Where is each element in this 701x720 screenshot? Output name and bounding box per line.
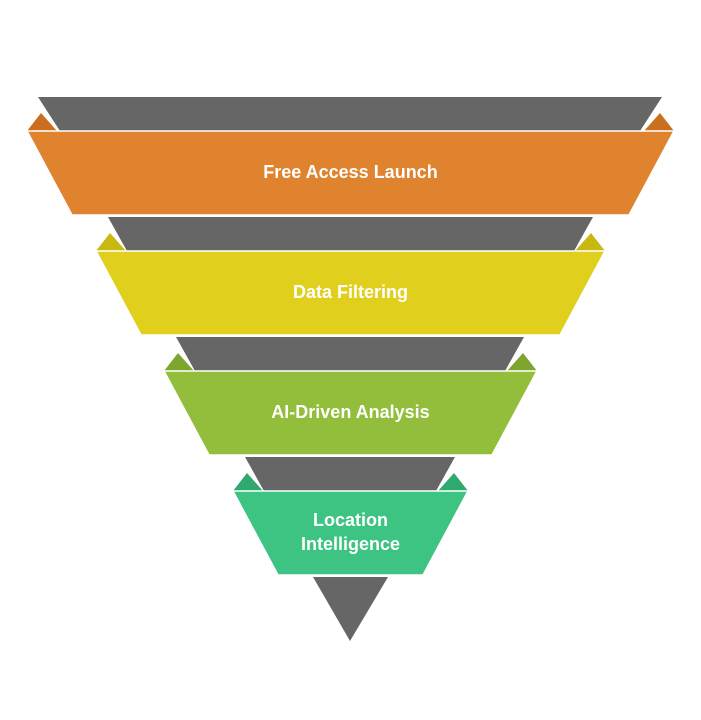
funnel-tip bbox=[313, 577, 388, 641]
stage-corner-left bbox=[27, 113, 57, 131]
stage-corner-right bbox=[575, 233, 605, 251]
funnel-stage-4-label: Location bbox=[313, 510, 388, 530]
stage-corner-right bbox=[507, 353, 537, 371]
stage-corner-right bbox=[438, 473, 468, 491]
stage-corner-left bbox=[96, 233, 126, 251]
funnel-stage-3-label: AI-Driven Analysis bbox=[271, 402, 429, 422]
funnel-stage-4-label: Intelligence bbox=[301, 534, 400, 554]
funnel-back-band bbox=[176, 337, 524, 371]
funnel-back-band bbox=[245, 457, 455, 491]
stage-corner-left bbox=[164, 353, 194, 371]
funnel-back-layer bbox=[38, 97, 662, 641]
stage-corner-left bbox=[233, 473, 263, 491]
funnel-back-band bbox=[108, 217, 593, 251]
funnel-back-band bbox=[38, 97, 662, 131]
funnel-stage-1 bbox=[25, 130, 676, 216]
funnel-stage-layer bbox=[25, 130, 676, 576]
stage-corner-right bbox=[644, 113, 674, 131]
funnel-stage-2-label: Data Filtering bbox=[293, 282, 408, 302]
funnel-stage-3 bbox=[162, 370, 539, 456]
funnel-corner-layer bbox=[27, 113, 674, 491]
funnel-stage-4 bbox=[231, 490, 470, 576]
funnel-stage-2 bbox=[94, 250, 607, 336]
funnel-stage-1-label: Free Access Launch bbox=[263, 162, 437, 182]
